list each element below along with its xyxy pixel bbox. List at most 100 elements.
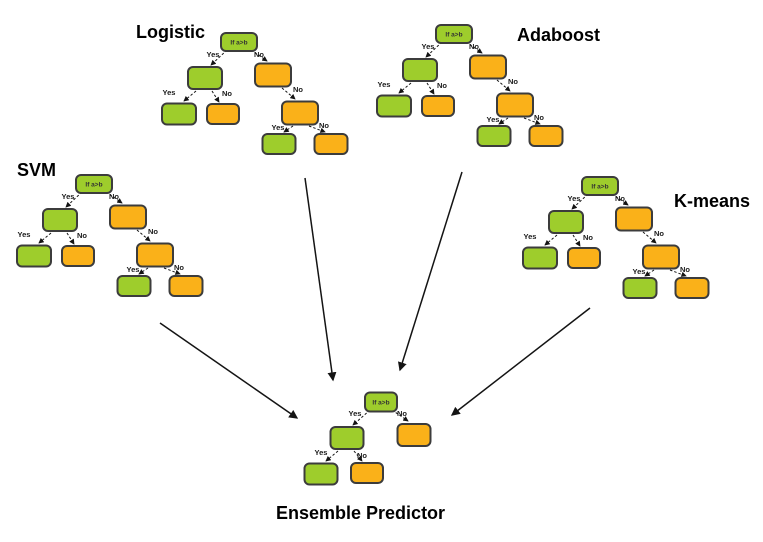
tree-edge-ensemble-L-LL [325,450,339,462]
edge-label-yes-ensemble-L: Yes [349,409,362,418]
tree-edge-logistic-RR-RRL [283,125,294,133]
tree-node-ensemble-root [364,391,398,413]
node-text-ensemble-root: If a>b [372,400,389,407]
tree-node-kmeans-L [548,210,584,234]
edge-label-yes-logistic-LL: Yes [163,88,176,97]
label-logistic: Logistic [136,22,206,42]
tree-node-ensemble-LL [303,462,339,486]
tree-edge-adaboost-root-R [465,41,483,54]
tree-node-kmeans-R [615,206,653,232]
edge-label-no-logistic-LR: No [222,89,232,98]
tree-node-logistic-RRL [261,133,297,155]
edge-label-yes-svm-RRL: Yes [127,265,140,274]
tree-edge-svm-L-LL [38,232,52,244]
tree-edge-kmeans-R-RR [642,231,657,244]
node-text-svm-root: If a>b [85,182,102,189]
edge-label-yes-kmeans-RRL: Yes [633,267,646,276]
tree-edge-logistic-L-LR [211,90,220,103]
tree-node-adaboost-R [469,54,507,80]
edge-label-no-kmeans-LR: No [583,233,593,242]
edge-label-no-adaboost-R: No [469,42,479,51]
tree-node-kmeans-LR [567,247,601,269]
tree-edge-ensemble-L-LR [353,450,363,462]
edge-label-no-svm-RR: No [148,227,158,236]
tree-node-ensemble-L [329,426,365,450]
tree-edge-adaboost-L-LL [398,82,412,94]
tree-edge-kmeans-RR-RRR [669,269,687,277]
tree-edge-kmeans-root-R [611,193,629,206]
tree-node-kmeans-RRR [674,277,710,299]
tree-node-logistic-L [187,66,223,90]
label-adaboost: Adaboost [517,25,600,45]
tree-node-logistic-root [220,32,258,52]
arrow-adaboost-to-ensemble [397,171,463,372]
tree-edge-adaboost-L-LR [426,82,435,95]
edge-label-yes-logistic-RRL: Yes [272,123,285,132]
tree-edge-svm-root-L [65,191,83,208]
tree-node-svm-root [75,174,113,194]
tree-node-svm-RR [136,242,174,268]
edge-label-yes-adaboost-LL: Yes [378,80,391,89]
tree-node-kmeans-RR [642,244,680,270]
tree-node-ensemble-R [396,423,432,447]
tree-edge-logistic-RR-RRR [308,125,326,133]
tree-node-svm-RRL [116,275,152,297]
label-ensemble-predictor: Ensemble Predictor [276,503,446,523]
tree-node-logistic-RRR [313,133,349,155]
tree-edge-adaboost-RR-RRR [523,117,541,125]
tree-edge-svm-root-R [105,191,123,204]
tree-node-svm-L [42,208,78,232]
tree-node-kmeans-RRL [622,277,658,299]
edge-label-no-svm-RRR: No [174,263,184,272]
tree-edge-adaboost-R-RR [496,79,511,92]
edge-label-yes-adaboost-L: Yes [422,42,435,51]
label-svm: SVM [17,160,57,180]
arrow-svm-to-ensemble [159,322,299,419]
edge-label-no-logistic-R: No [254,50,264,59]
edge-label-no-kmeans-R: No [615,194,625,203]
tree-node-adaboost-RRR [528,125,564,147]
edge-label-yes-kmeans-L: Yes [568,194,581,203]
tree-edge-logistic-R-RR [281,87,296,100]
tree-node-logistic-LL [161,102,197,126]
tree-node-svm-RRR [168,275,204,297]
edge-label-no-logistic-RR: No [293,85,303,94]
node-text-logistic-root: If a>b [230,40,247,47]
tree-edge-svm-RR-RRL [138,267,149,275]
tree-node-logistic-LR [206,103,240,125]
edge-label-yes-svm-LL: Yes [18,230,31,239]
tree-edge-svm-RR-RRR [163,267,181,275]
tree-node-kmeans-root [581,176,619,196]
edge-label-no-ensemble-R: No [397,409,407,418]
arrow-logistic-to-ensemble [304,177,337,382]
tree-edge-kmeans-RR-RRL [644,269,655,277]
edge-label-no-adaboost-LR: No [437,81,447,90]
edge-label-yes-adaboost-RRL: Yes [487,115,500,124]
tree-edge-svm-R-RR [136,229,151,242]
tree-edge-adaboost-root-L [425,41,443,58]
edge-label-no-adaboost-RR: No [508,77,518,86]
tree-node-adaboost-L [402,58,438,82]
tree-node-logistic-R [254,62,292,88]
edge-label-yes-kmeans-LL: Yes [524,232,537,241]
tree-node-svm-R [109,204,147,230]
edge-label-no-svm-LR: No [77,231,87,240]
tree-node-adaboost-LL [376,94,412,118]
label-kmeans: K-means [674,191,751,211]
tree-node-svm-LR [61,245,95,267]
edge-label-no-svm-R: No [109,192,119,201]
tree-edge-adaboost-RR-RRL [498,117,509,125]
tree-node-adaboost-RRL [476,125,512,147]
edge-label-no-adaboost-RRR: No [534,113,544,122]
edge-label-no-kmeans-RR: No [654,229,664,238]
tree-edge-logistic-root-R [250,49,268,62]
tree-edge-kmeans-root-L [571,193,589,210]
edge-label-yes-svm-L: Yes [62,192,75,201]
arrow-kmeans-to-ensemble [450,307,591,416]
tree-edge-svm-L-LR [66,232,75,245]
tree-node-adaboost-LR [421,95,455,117]
